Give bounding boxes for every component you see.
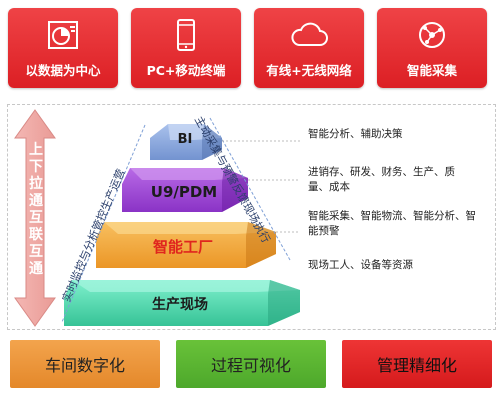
tile-pc-mobile: PC+移动终端	[131, 8, 241, 88]
arrow-label: 上下拉通互联互通	[29, 142, 43, 277]
description-bi: 智能分析、辅助决策	[308, 128, 403, 140]
pyramid-layer-bi	[150, 124, 222, 160]
cloud-icon	[254, 18, 364, 52]
pyramid-layer-smart-factory	[96, 222, 276, 268]
mobile-phone-icon	[131, 18, 241, 52]
description-production-site: 现场工人、设备等资源	[308, 259, 413, 271]
description-smart-factory: 智能采集、智能物流、智能分析、智能预警	[308, 210, 476, 237]
button-label: 过程可视化	[210, 356, 291, 375]
tile-label: PC+移动终端	[146, 63, 226, 78]
left-dashed-line	[61, 124, 146, 323]
tile-data-center: 以数据为中心	[8, 8, 118, 88]
tile-label: 智能采集	[406, 63, 457, 78]
network-globe-icon	[377, 18, 487, 52]
tile-smart-collection: 智能采集	[377, 8, 487, 88]
pyramid-label-u9-pdm: U9/PDM	[150, 183, 218, 201]
pyramid-label-production-site: 生产现场	[152, 297, 208, 313]
pyramid-layer-u9-pdm	[122, 168, 248, 212]
tile-network: 有线+无线网络	[254, 8, 364, 88]
fine-management-button: 管理精细化	[342, 340, 492, 388]
double-arrow-icon	[14, 109, 56, 327]
pyramid-label-bi: BI	[177, 132, 193, 147]
right-dashed-line	[209, 117, 291, 261]
pyramid-layer-production-site	[64, 280, 300, 326]
workshop-digitalization-button: 车间数字化	[10, 340, 160, 388]
tile-label: 以数据为中心	[25, 63, 101, 78]
pie-chart-icon	[8, 18, 118, 52]
button-label: 管理精细化	[376, 356, 457, 375]
tile-label: 有线+无线网络	[266, 63, 352, 78]
button-label: 车间数字化	[44, 356, 125, 375]
description-u9: 进销存、研发、财务、生产、质量、成本	[308, 166, 455, 193]
pyramid-label-smart-factory: 智能工厂	[152, 238, 213, 256]
diagram-frame	[7, 104, 496, 330]
process-visualization-button: 过程可视化	[176, 340, 326, 388]
